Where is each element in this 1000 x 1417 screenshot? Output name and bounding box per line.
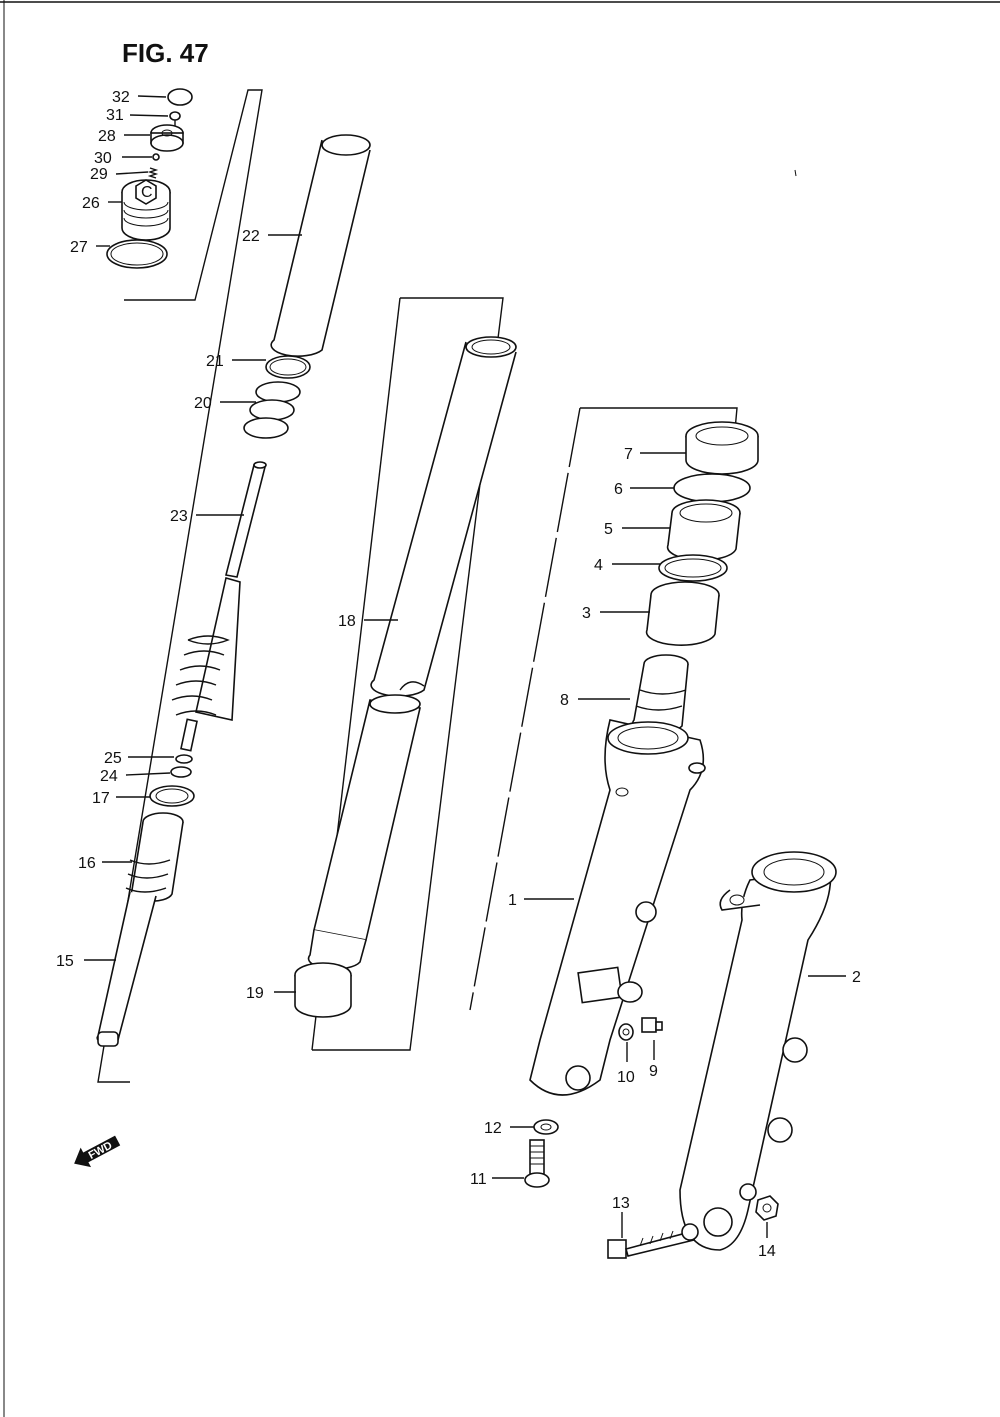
callout-32: 32 xyxy=(112,89,130,106)
assembly-frame-left xyxy=(97,89,263,1083)
callout-2: 2 xyxy=(852,969,861,986)
part-1-outer-tube-left[interactable] xyxy=(529,719,706,1096)
part-2-outer-tube-right[interactable] xyxy=(679,851,837,1251)
callout-21: 21 xyxy=(206,353,224,370)
callout-8: 8 xyxy=(560,692,569,709)
fwd-arrow-icon: FWD xyxy=(74,1135,121,1168)
fwd-label: FWD xyxy=(87,1140,115,1162)
callout-27: 27 xyxy=(70,239,88,256)
callout-22: 22 xyxy=(242,228,260,245)
part-20-ring[interactable] xyxy=(243,381,301,439)
part-23-damper-rod[interactable] xyxy=(171,461,267,752)
callout-12: 12 xyxy=(484,1120,502,1137)
callout-13: 13 xyxy=(612,1195,630,1212)
callout-15: 15 xyxy=(56,953,74,970)
part-3-guide-bushing[interactable] xyxy=(645,581,720,646)
part-19-bushing[interactable] xyxy=(294,962,352,1018)
leader-lines xyxy=(84,95,846,1238)
callout-19: 19 xyxy=(246,985,264,1002)
callout-6: 6 xyxy=(614,481,623,498)
part-9-bolt[interactable] xyxy=(641,1017,663,1033)
callout-30: 30 xyxy=(94,150,112,167)
part-32-cap[interactable] xyxy=(167,88,193,106)
part-26-cap-bolt[interactable]: C xyxy=(121,179,171,241)
part-17-seal[interactable] xyxy=(149,785,195,807)
part-21-washer[interactable] xyxy=(265,355,311,379)
part-13-pinch-bolt[interactable] xyxy=(607,1223,699,1259)
part-25-ring[interactable] xyxy=(175,754,193,764)
part-31-screw[interactable] xyxy=(169,111,181,126)
part-14-nut[interactable] xyxy=(755,1195,779,1221)
callout-26: 26 xyxy=(82,195,100,212)
callout-17: 17 xyxy=(92,790,110,807)
callout-28: 28 xyxy=(98,128,116,145)
callout-29: 29 xyxy=(90,166,108,183)
callout-20: 20 xyxy=(194,395,212,412)
part-15-inner-tube-rod[interactable] xyxy=(96,891,157,1047)
callout-14: 14 xyxy=(758,1243,776,1260)
callout-23: 23 xyxy=(170,508,188,525)
part-8-bushing[interactable] xyxy=(631,654,689,734)
part-24-washer[interactable] xyxy=(170,766,192,778)
callout-4: 4 xyxy=(594,557,603,574)
callout-24: 24 xyxy=(100,768,118,785)
part-6-stopper-ring[interactable] xyxy=(673,473,751,503)
callout-10: 10 xyxy=(617,1069,635,1086)
part-29-spring[interactable] xyxy=(147,167,159,179)
callout-7: 7 xyxy=(624,446,633,463)
part-18-inner-tube[interactable] xyxy=(307,336,517,970)
part-28-adjuster[interactable] xyxy=(150,124,184,152)
part-7-dust-seal[interactable] xyxy=(685,421,759,475)
callout-11: 11 xyxy=(470,1171,487,1188)
part-12-gasket[interactable] xyxy=(533,1119,559,1135)
callout-3: 3 xyxy=(582,605,591,622)
svg-text:C: C xyxy=(141,184,153,201)
part-22-spacer-tube[interactable] xyxy=(270,134,371,357)
callout-9: 9 xyxy=(649,1063,658,1080)
part-30-ball[interactable] xyxy=(152,153,160,161)
scan-mark xyxy=(794,169,797,177)
part-10-washer[interactable] xyxy=(618,1023,634,1041)
part-16-piston[interactable] xyxy=(125,812,184,903)
figure-title: FIG. 47 xyxy=(122,38,209,68)
part-27-o-ring[interactable] xyxy=(106,239,168,269)
callout-18: 18 xyxy=(338,613,356,630)
callout-31: 31 xyxy=(106,107,124,124)
part-5-oil-seal[interactable] xyxy=(666,499,741,561)
part-4-washer[interactable] xyxy=(658,554,728,582)
callout-5: 5 xyxy=(604,521,613,538)
callout-1: 1 xyxy=(508,892,517,909)
callout-25: 25 xyxy=(104,750,122,767)
part-11-drain-bolt[interactable] xyxy=(524,1139,550,1188)
callout-16: 16 xyxy=(78,855,96,872)
